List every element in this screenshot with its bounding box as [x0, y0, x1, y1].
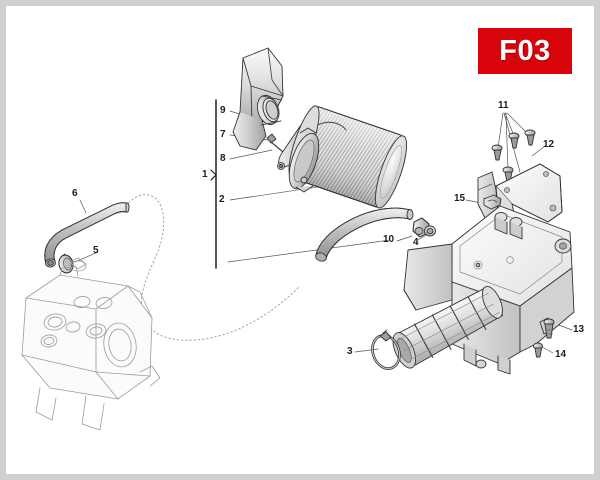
plate-code-badge: F03 — [478, 28, 572, 74]
hose-routing-dotted-line — [125, 194, 301, 341]
callout-7[interactable]: 7 — [220, 129, 226, 140]
part-7-filter-bracket-bolt — [266, 133, 284, 153]
callout-12[interactable]: 12 — [543, 139, 555, 150]
airbox-latch-posts — [494, 212, 523, 240]
engine-cylinder-head — [21, 257, 161, 431]
callout-10[interactable]: 10 — [383, 234, 395, 245]
part-11-mounting-screw-set — [491, 129, 536, 183]
filter-mount-flange — [288, 121, 347, 193]
airbox-assembly — [403, 205, 575, 375]
callout-11[interactable]: 11 — [498, 100, 509, 111]
part-5-breather-hose-clamp — [58, 253, 74, 274]
callout-6[interactable]: 6 — [72, 188, 78, 199]
part-3-hose-clamp-ring — [371, 329, 401, 370]
part-14-airbox-screw-short — [533, 342, 543, 358]
part-2-air-filter-element — [288, 105, 408, 209]
callout-1[interactable]: 1 — [202, 169, 208, 180]
part-13-airbox-bolt-long — [543, 318, 555, 339]
part-4-hose-fitting-small — [424, 225, 436, 237]
callout-2[interactable]: 2 — [219, 194, 225, 205]
screw-a — [491, 144, 503, 161]
intake-curved-hose — [315, 207, 414, 262]
callout-4[interactable]: 4 — [413, 237, 419, 248]
callout-14[interactable]: 14 — [555, 349, 567, 360]
part-6-breather-hose — [44, 202, 130, 268]
callout-9[interactable]: 9 — [220, 105, 226, 116]
callout-8[interactable]: 8 — [220, 153, 226, 164]
part-9-air-intake-scoop — [232, 47, 284, 151]
intake-duct-boot — [392, 286, 504, 369]
screw-c — [524, 129, 536, 146]
part-15-airbox-clip — [483, 194, 502, 210]
callout-15[interactable]: 15 — [454, 193, 466, 204]
plate-code-label: F03 — [499, 34, 551, 67]
callout-5[interactable]: 5 — [93, 245, 99, 256]
airbox-side-boss — [554, 238, 572, 254]
callout-3[interactable]: 3 — [347, 346, 353, 357]
callout-13[interactable]: 13 — [573, 324, 585, 335]
screw-b — [508, 132, 520, 149]
group-bracket-1 — [210, 99, 217, 269]
